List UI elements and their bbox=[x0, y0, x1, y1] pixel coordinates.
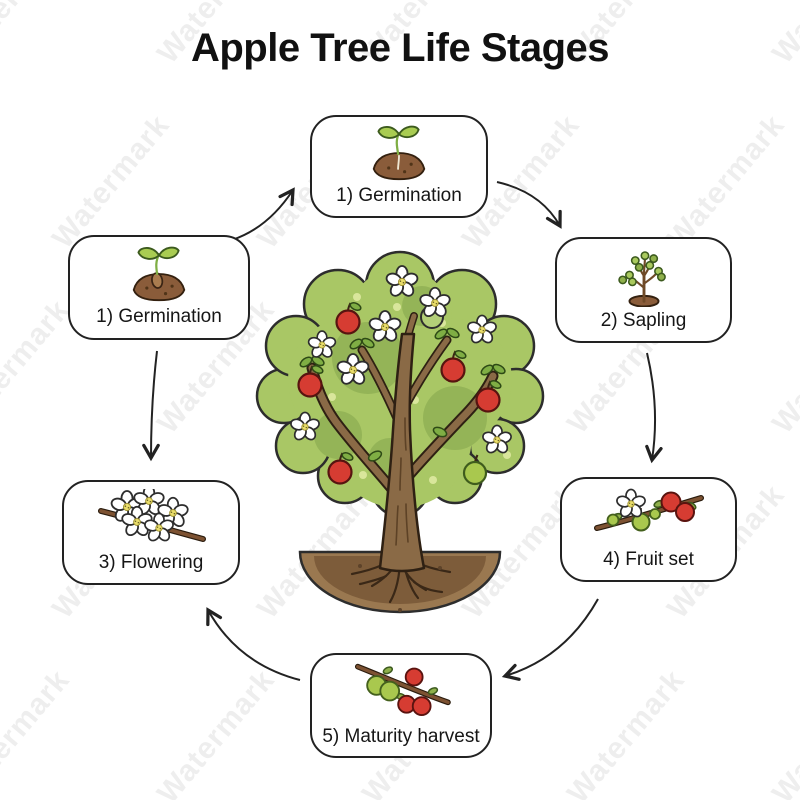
sapling-icon bbox=[617, 250, 666, 307]
stage-label: 5) Maturity harvest bbox=[322, 726, 480, 748]
watermark-text: Watermark bbox=[766, 293, 800, 440]
stage-label: 3) Flowering bbox=[98, 552, 204, 574]
tree-branches bbox=[306, 312, 499, 501]
stage-box-sapling: 2) Sapling bbox=[555, 237, 732, 343]
branch-leaves bbox=[297, 325, 508, 462]
root-ball bbox=[298, 550, 502, 614]
watermark-text: Watermark bbox=[251, 478, 382, 625]
tree-canopy bbox=[255, 250, 545, 518]
arrow-germination-left-to-flowering bbox=[142, 350, 160, 462]
watermark-text: Watermark bbox=[661, 108, 792, 255]
watermark-text: Watermark bbox=[0, 663, 77, 800]
tree-trunk bbox=[378, 332, 426, 573]
arrow-maturity-to-flowering bbox=[206, 607, 301, 681]
roots bbox=[350, 552, 452, 604]
stage-box-maturity-harvest: 5) Maturity harvest bbox=[310, 653, 492, 758]
arrow-sapling-to-fruit-set bbox=[645, 352, 663, 464]
tree-apples bbox=[297, 298, 504, 486]
watermark-text: Watermark bbox=[356, 293, 487, 440]
harvest-branch-icon bbox=[354, 663, 451, 717]
green-apple-outline bbox=[420, 298, 444, 329]
arrow-fruit-set-to-maturity bbox=[501, 598, 599, 681]
stage-label: 4) Fruit set bbox=[603, 549, 694, 571]
stage-box-fruit-set: 4) Fruit set bbox=[560, 477, 737, 582]
tree-blossoms bbox=[288, 265, 514, 456]
canopy-shade-patches bbox=[314, 286, 487, 482]
watermark-text: Watermark bbox=[766, 663, 800, 800]
arrow-germination-left-to-top bbox=[231, 187, 295, 241]
arrow-germination-to-sapling bbox=[496, 181, 562, 229]
watermark-text: Watermark bbox=[46, 108, 177, 255]
sprouting-seed-icon bbox=[372, 125, 426, 181]
stage-label: 1) Germination bbox=[96, 306, 222, 328]
page-title: Apple Tree Life Stages bbox=[190, 26, 610, 70]
apple-tree-illustration bbox=[255, 250, 545, 614]
fruit-set-branch-icon bbox=[593, 488, 704, 532]
blossom-branch-icon bbox=[98, 489, 206, 544]
trunk-bark-lines bbox=[395, 417, 409, 546]
watermark-text: Watermark bbox=[561, 663, 692, 800]
sprouting-seed-icon bbox=[132, 246, 186, 302]
canopy-dots bbox=[309, 293, 511, 484]
green-apple bbox=[462, 454, 488, 486]
watermark-text: Watermark bbox=[0, 293, 77, 440]
stage-box-germination-top: 1) Germination bbox=[310, 115, 488, 218]
stage-label: 2) Sapling bbox=[600, 309, 687, 331]
stage-box-germination-left: 1) Germination bbox=[68, 235, 250, 340]
stage-label: 1) Germination bbox=[336, 185, 462, 207]
stage-box-flowering: 3) Flowering bbox=[62, 480, 240, 585]
watermark-text: Watermark bbox=[151, 663, 282, 800]
